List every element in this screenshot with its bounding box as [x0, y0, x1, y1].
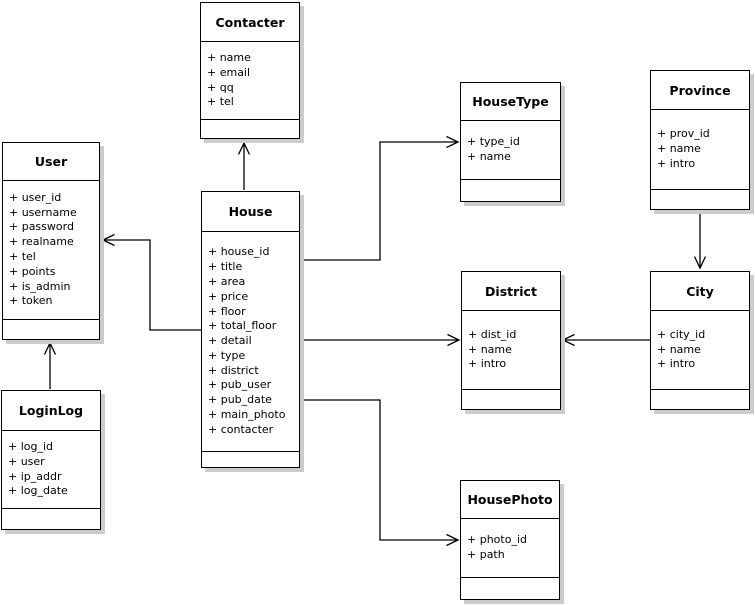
attribute: + detail: [208, 334, 252, 348]
attribute: + username: [9, 205, 77, 219]
attribute: + name: [467, 150, 511, 163]
attribute: + tel: [207, 95, 234, 109]
class-methods-empty: [461, 577, 559, 599]
class-title-user: User: [3, 143, 99, 181]
class-box-loginlog: LoginLog + log_id + user + ip_addr + log…: [1, 390, 101, 530]
attribute: + path: [467, 548, 505, 561]
attribute: + log_id: [8, 439, 54, 453]
attribute: + tel: [9, 250, 36, 263]
class-box-housetype: HouseType + type_id + name: [460, 82, 561, 202]
attribute: + pub_date: [208, 393, 272, 407]
class-box-housephoto: HousePhoto + photo_id + path: [460, 480, 560, 600]
attribute: + token: [9, 294, 53, 308]
class-methods-empty: [202, 451, 299, 467]
class-box-contacter: Contacter + name + email + qq + tel: [200, 2, 300, 139]
class-title-loginlog: LoginLog: [2, 391, 100, 431]
class-methods-empty: [651, 189, 749, 209]
attribute: + name: [207, 50, 251, 64]
class-methods-empty: [651, 389, 749, 409]
class-attributes-district: + dist_id + name + intro: [462, 311, 560, 389]
class-title-house: House: [202, 192, 299, 232]
attribute: + ip_addr: [8, 469, 62, 483]
attribute: + password: [9, 220, 74, 234]
attribute: + main_photo: [208, 408, 286, 422]
attribute: + user: [8, 454, 45, 468]
class-box-district: District + dist_id + name + intro: [461, 271, 561, 410]
association-house-housetype: [300, 135, 460, 261]
attribute: + name: [657, 342, 701, 356]
attribute: + floor: [208, 304, 246, 318]
attribute: + email: [207, 65, 251, 79]
attribute: + intro: [657, 357, 696, 371]
class-attributes-loginlog: + log_id + user + ip_addr + log_date: [2, 431, 100, 508]
attribute: + price: [208, 289, 249, 303]
class-title-province: Province: [651, 71, 749, 110]
class-methods-empty: [2, 508, 100, 529]
class-title-contacter: Contacter: [201, 3, 299, 42]
class-box-user: User + user_id + username + password + r…: [2, 142, 100, 340]
class-attributes-house: + house_id + title + area + price + floo…: [202, 232, 299, 451]
attribute: + name: [468, 342, 512, 356]
class-methods-empty: [461, 179, 560, 201]
attribute: + name: [657, 142, 701, 156]
attribute: + contacter: [208, 422, 274, 436]
attribute: + dist_id: [468, 327, 517, 341]
class-methods-empty: [462, 389, 560, 409]
class-methods-empty: [3, 319, 99, 339]
attribute: + points: [9, 264, 56, 278]
class-attributes-housetype: + type_id + name: [461, 121, 560, 179]
class-box-province: Province + prov_id + name + intro: [650, 70, 750, 210]
attribute: + area: [208, 274, 246, 288]
attribute: + city_id: [657, 327, 706, 341]
class-attributes-user: + user_id + username + password + realna…: [3, 181, 99, 319]
attribute: + type_id: [467, 135, 520, 149]
attribute: + is_admin: [9, 279, 71, 293]
class-box-city: City + city_id + name + intro: [650, 271, 750, 410]
class-title-city: City: [651, 272, 749, 311]
attribute: + intro: [657, 156, 696, 170]
class-title-housetype: HouseType: [461, 83, 560, 121]
class-methods-empty: [201, 119, 299, 138]
class-attributes-city: + city_id + name + intro: [651, 311, 749, 389]
attribute: + pub_user: [208, 378, 272, 392]
class-title-housephoto: HousePhoto: [461, 481, 559, 519]
attribute: + type: [208, 348, 246, 362]
class-box-house: House + house_id + title + area + price …: [201, 191, 300, 468]
attribute: + user_id: [9, 190, 62, 204]
attribute: + title: [208, 260, 243, 274]
association-house-user: [101, 233, 201, 331]
attribute: + total_floor: [208, 319, 277, 333]
attribute: + log_date: [8, 484, 68, 498]
attribute: + photo_id: [467, 533, 527, 547]
class-title-district: District: [462, 272, 560, 311]
attribute: + qq: [207, 80, 234, 94]
attribute: + district: [208, 363, 259, 377]
attribute: + prov_id: [657, 127, 710, 141]
class-attributes-province: + prov_id + name + intro: [651, 110, 749, 189]
class-attributes-contacter: + name + email + qq + tel: [201, 42, 299, 119]
attribute: + intro: [468, 357, 507, 371]
attribute: + realname: [9, 235, 74, 249]
class-attributes-housephoto: + photo_id + path: [461, 519, 559, 577]
association-house-housephoto: [300, 399, 460, 547]
attribute: + house_id: [208, 245, 270, 259]
